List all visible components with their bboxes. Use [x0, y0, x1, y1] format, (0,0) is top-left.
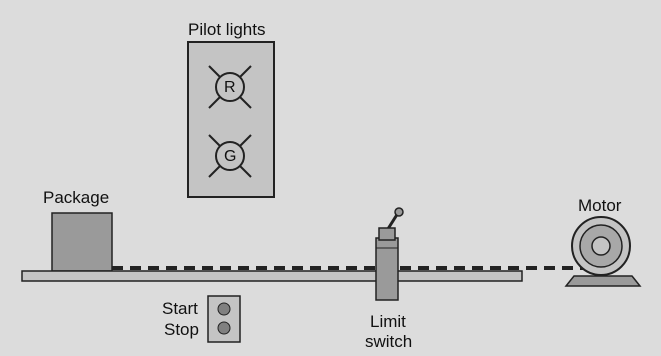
pushbutton-station-icon [207, 295, 241, 343]
motor-icon [564, 216, 642, 287]
package-label: Package [43, 188, 110, 207]
limit-switch-label-line1: Limit [370, 312, 406, 331]
pilot-light-green-icon [208, 134, 252, 178]
stop-label: Stop [164, 320, 199, 339]
limit-switch-label-line2: switch [365, 332, 413, 351]
start-label: Start [162, 299, 198, 318]
pilot-light-red-letter: R [224, 79, 236, 96]
package-box [51, 212, 113, 272]
pilot-lights-label: Pilot lights [188, 20, 266, 39]
pilot-light-green-letter: G [224, 148, 237, 165]
conveyor-base [21, 270, 523, 282]
pilot-light-red-icon [208, 65, 252, 109]
limit-switch-icon [375, 207, 404, 301]
motor-label: Motor [578, 196, 622, 215]
pilot-lights-panel [187, 41, 275, 198]
